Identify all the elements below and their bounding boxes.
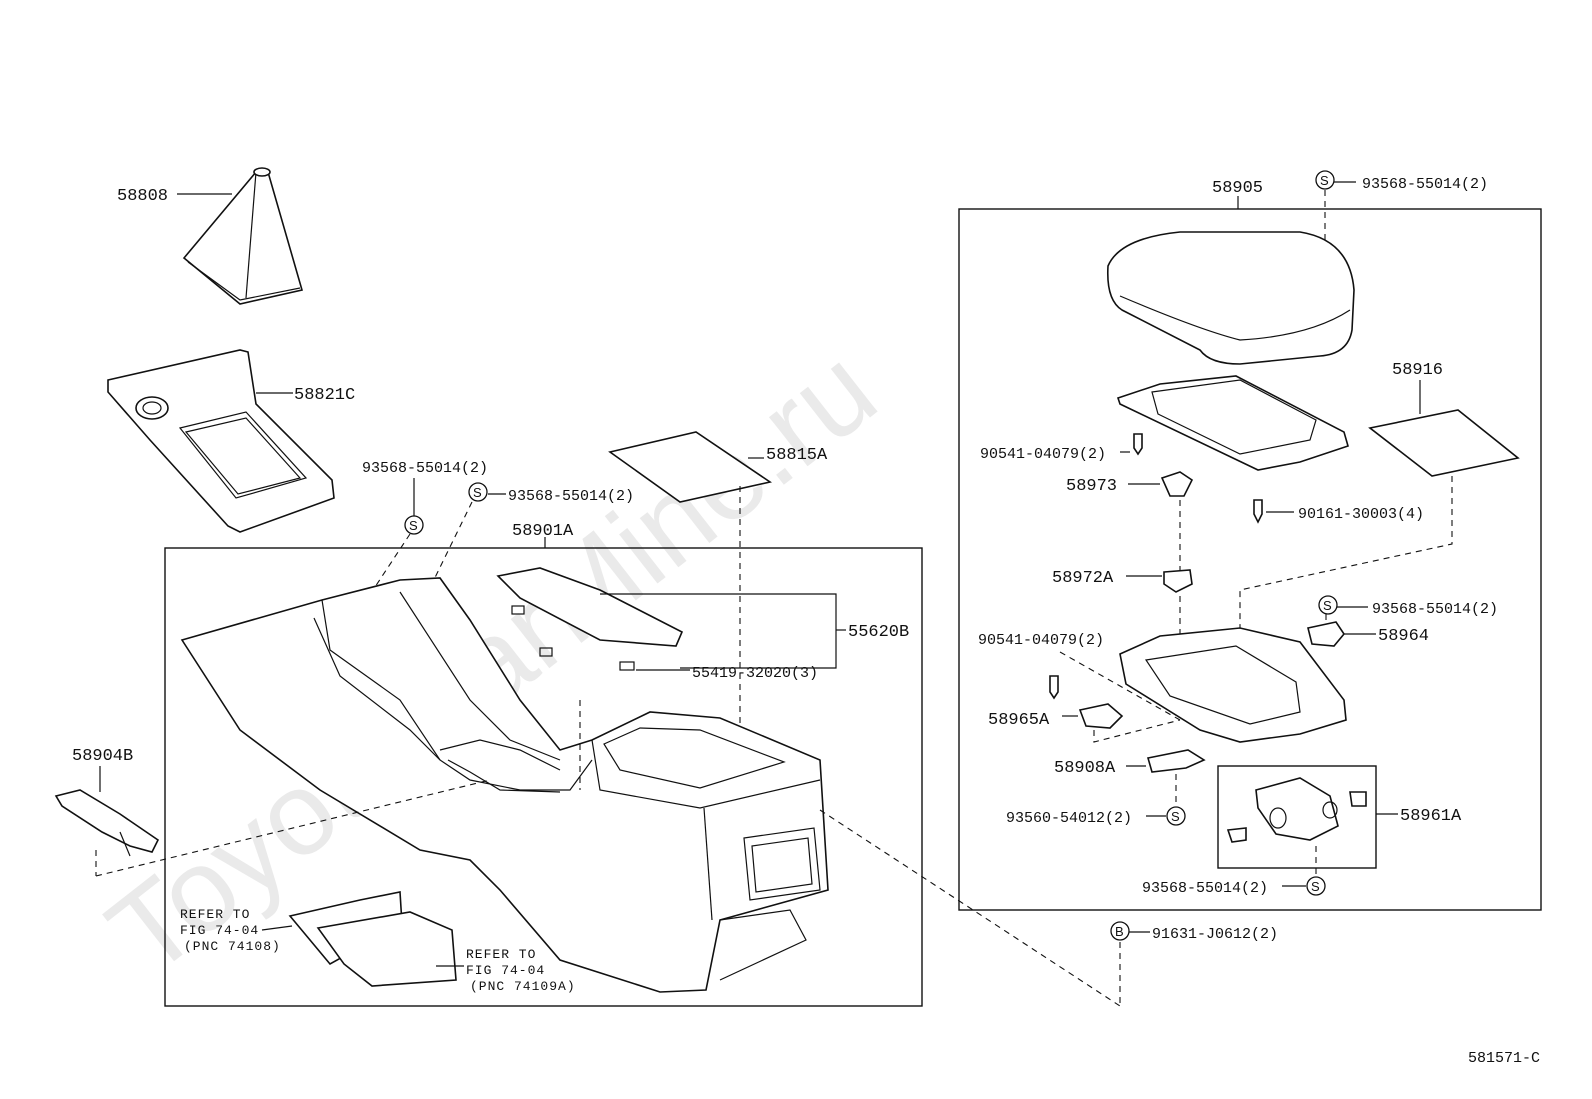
hinge-set-box xyxy=(1217,765,1377,869)
latch-58972A xyxy=(1163,569,1193,593)
label-58908A: 58908A xyxy=(1054,759,1116,778)
label-91631: 91631-J0612(2) xyxy=(1152,926,1278,943)
console-lid-55620B xyxy=(496,567,684,671)
label-58916: 58916 xyxy=(1392,361,1443,380)
screw-symbol-text: S xyxy=(1323,598,1332,613)
label-58808: 58808 xyxy=(117,187,168,206)
refer1-line3: (PNC 74108) xyxy=(184,939,281,954)
console-panel-58821C xyxy=(107,349,335,533)
label-58815A: 58815A xyxy=(766,446,828,465)
console-body-58901A xyxy=(180,577,829,993)
label-58973: 58973 xyxy=(1066,477,1117,496)
label-58965A: 58965A xyxy=(988,711,1050,730)
label-58964: 58964 xyxy=(1378,627,1429,646)
armrest-lid-58905 xyxy=(1106,231,1355,365)
armrest-assembly-box xyxy=(958,208,1542,911)
label-55620B: 55620B xyxy=(848,623,909,642)
label-90541-b: 90541-04079(2) xyxy=(978,632,1104,649)
screw-symbol-text: S xyxy=(1320,173,1329,188)
armrest-inner xyxy=(1116,375,1349,471)
hinge-58961A xyxy=(1226,777,1367,843)
stopper-58965A xyxy=(1078,703,1124,729)
refer2-line1: REFER TO xyxy=(466,947,536,962)
refer1-line1: REFER TO xyxy=(180,907,250,922)
label-93568-b: 93568-55014(2) xyxy=(508,488,634,505)
screw-symbol-text: S xyxy=(473,485,482,500)
refer-parts xyxy=(288,891,457,987)
mat-58815A xyxy=(608,431,772,503)
screw-symbol-text: S xyxy=(1171,809,1180,824)
screw-symbol-icon xyxy=(1315,170,1335,190)
label-58821C: 58821C xyxy=(294,386,355,405)
screw-symbol-text: S xyxy=(1311,879,1320,894)
lock-58908A xyxy=(1146,749,1206,773)
shift-boot-58808 xyxy=(182,167,304,305)
label-93568-d: 93568-55014(2) xyxy=(1372,601,1498,618)
label-90541-a: 90541-04079(2) xyxy=(980,446,1106,463)
refer2-line3: (PNC 74109A) xyxy=(470,979,576,994)
label-90161: 90161-30003(4) xyxy=(1298,506,1424,523)
label-93560: 93560-54012(2) xyxy=(1006,810,1132,827)
label-58961A: 58961A xyxy=(1400,807,1462,826)
refer2-line2: FIG 74-04 xyxy=(466,963,545,978)
mat-58916 xyxy=(1368,409,1520,477)
refer1-line2: FIG 74-04 xyxy=(180,923,259,938)
screw-symbol-icon xyxy=(1166,806,1186,826)
label-93568-e: 93568-55014(2) xyxy=(1142,880,1268,897)
screw-symbol-icon xyxy=(1318,595,1338,615)
hinge-58964 xyxy=(1307,621,1345,647)
screw-icon xyxy=(1049,675,1059,700)
label-58905: 58905 xyxy=(1212,179,1263,198)
label-58901A: 58901A xyxy=(512,522,574,541)
label-58904B: 58904B xyxy=(72,747,133,766)
screw-symbol-text: S xyxy=(409,518,418,533)
bolt-symbol-icon xyxy=(1110,921,1130,941)
label-93568-c: 93568-55014(2) xyxy=(1362,176,1488,193)
label-58972A: 58972A xyxy=(1052,569,1114,588)
clip-58973 xyxy=(1160,471,1194,497)
screw-symbol-icon xyxy=(404,515,424,535)
screw-icon xyxy=(1253,499,1263,524)
figure-code: 581571-C xyxy=(1468,1050,1540,1067)
screw-symbol-icon xyxy=(468,482,488,502)
console-assembly-box xyxy=(164,547,923,1007)
screw-symbol-icon xyxy=(1306,876,1326,896)
trim-58904B xyxy=(54,789,160,857)
armrest-base xyxy=(1119,627,1347,743)
bolt-symbol-text: B xyxy=(1115,924,1124,939)
label-93568-a: 93568-55014(2) xyxy=(362,460,488,477)
screw-icon xyxy=(1133,433,1143,456)
label-55419: 55419-32020(3) xyxy=(692,665,818,682)
